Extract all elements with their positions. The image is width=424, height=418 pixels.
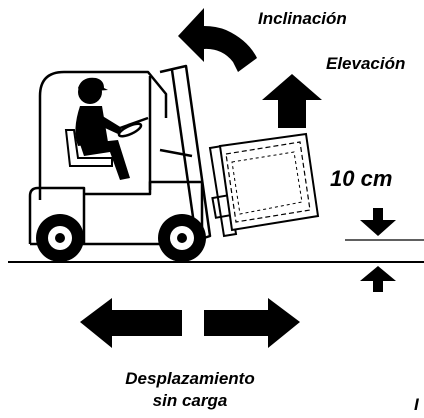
forklift-tilt-cylinder xyxy=(159,148,193,158)
forklift-rear-wheel xyxy=(36,214,84,262)
tilt-label: Inclinación xyxy=(258,9,347,28)
operator xyxy=(64,77,130,180)
left-arrow-icon xyxy=(80,298,182,348)
up-arrow-icon xyxy=(360,266,396,292)
curved-tilt-arrow-icon xyxy=(178,8,257,72)
forklift-overhead-guard xyxy=(38,70,168,200)
forklift-front-wheel xyxy=(158,214,206,262)
up-arrow-icon xyxy=(262,74,322,128)
down-arrow-icon xyxy=(360,208,396,236)
edge-text-fragment: I xyxy=(414,395,419,414)
forklift-steering-column xyxy=(119,116,149,130)
forklift-steering-wheel xyxy=(117,122,143,138)
operator-legs xyxy=(80,140,130,180)
lift-label: Elevación xyxy=(326,54,406,73)
operator-arm xyxy=(92,112,122,134)
distance-label: 10 cm xyxy=(330,166,393,191)
load-box xyxy=(218,132,320,232)
travel-label-line1: Desplazamiento xyxy=(125,369,255,388)
forklift-counterweight xyxy=(28,186,86,244)
forklift-fork-frame xyxy=(208,144,238,238)
operator-cap xyxy=(78,77,108,92)
right-arrow-icon xyxy=(204,298,300,348)
operator-seat xyxy=(64,129,113,167)
travel-label-line2: sin carga xyxy=(152,391,228,410)
travel-label: Desplazamiento sin carga xyxy=(95,368,285,412)
